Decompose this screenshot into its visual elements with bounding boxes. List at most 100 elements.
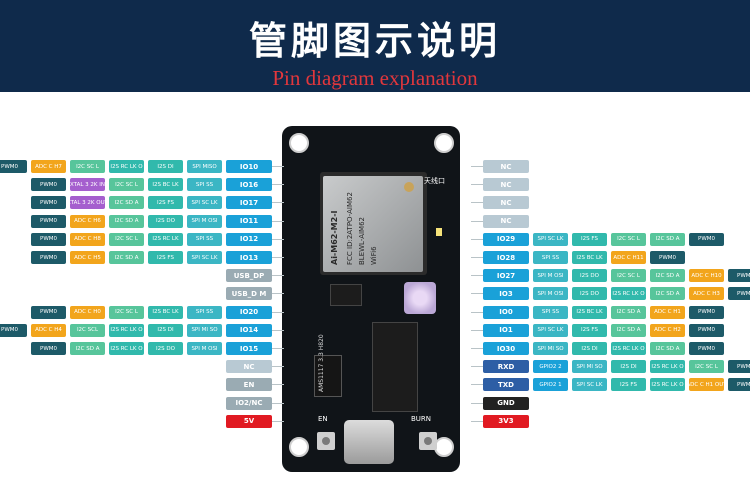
right-pin-label: I2C SD A	[650, 342, 685, 355]
right-pin-label: SPI SC LK	[533, 323, 568, 337]
right-pin-label: I2S BC LK	[572, 305, 607, 319]
right-pin-label: I2C SD A	[650, 287, 685, 301]
right-pin-label: ADC C H11	[611, 251, 646, 264]
right-pin-label: I2S FS	[572, 323, 607, 337]
right-pin-label: RXD	[483, 360, 529, 374]
right-pin-label: I2C SD A	[611, 305, 646, 319]
pin-connector-line	[471, 220, 483, 222]
right-pin-label: I2S DO	[572, 269, 607, 283]
mount-hole	[434, 133, 454, 153]
left-pin-label: ADC C H7	[31, 160, 66, 173]
right-pin-label: NC	[483, 160, 529, 173]
right-pin-label: SPI MI SO	[572, 360, 607, 374]
pin-connector-line	[272, 384, 284, 386]
left-pin-label: I2C SC L	[109, 305, 144, 319]
left-pin-label: I2S FS	[148, 251, 183, 264]
right-pin-label: PWM0	[689, 232, 724, 246]
left-pin-label: I2C SD A	[70, 342, 105, 355]
left-pin-label: I2S DO	[148, 214, 183, 228]
right-pin-label: IO1	[483, 323, 529, 337]
page-subtitle: Pin diagram explanation	[272, 66, 478, 90]
power-led	[436, 228, 442, 236]
ldo-regulator	[314, 355, 342, 397]
right-pin-label: NC	[483, 196, 529, 210]
left-pin-label: PWM0	[0, 160, 27, 173]
left-pin-label: 5V	[226, 414, 272, 428]
left-pin-label: PWM0	[31, 196, 66, 210]
pin-connector-line	[272, 420, 284, 422]
right-pin-label: PWM0	[728, 269, 750, 283]
left-pin-label: PWM0	[0, 323, 27, 337]
right-pin-label: I2C SD A	[611, 323, 646, 337]
pin-connector-line	[272, 257, 284, 258]
right-pin-label: I2C SC L	[611, 269, 646, 283]
right-pin-label: I2S FS	[611, 378, 646, 392]
left-pin-label: ADC C H5	[70, 251, 105, 264]
right-pin-label: PWM0	[728, 287, 750, 301]
right-pin-label: ADC C H1	[650, 305, 685, 319]
left-pin-label: PWM0	[31, 342, 66, 355]
pin-connector-line	[471, 293, 483, 295]
right-pin-label: I2S RC LK O	[611, 342, 646, 355]
left-pin-label: I2S RC LK	[148, 232, 183, 246]
right-pin-label: PWM0	[728, 378, 750, 392]
left-pin-label: I2C SC L	[70, 160, 105, 173]
left-pin-label: I2S RC LK O	[109, 323, 144, 337]
left-pin-label: SPI SS	[187, 178, 222, 192]
right-pin-label: IO27	[483, 269, 529, 283]
right-pin-label: I2S DO	[572, 287, 607, 301]
right-pin-label: PWM0	[650, 251, 685, 264]
page-title: 管脚图示说明	[248, 19, 501, 63]
en-button	[317, 432, 335, 450]
left-pin-label: IO13	[226, 251, 272, 264]
pin-connector-line	[272, 184, 284, 186]
right-pin-label: 3V3	[483, 414, 529, 428]
pin-connector-line	[272, 275, 284, 277]
left-pin-label: ADC C H6	[70, 214, 105, 228]
right-pin-label: GND	[483, 396, 529, 410]
left-pin-label: I2S DI	[148, 160, 183, 173]
en-button-label: EN	[318, 415, 328, 423]
left-pin-label: XTAL 3 2K IN	[70, 178, 105, 192]
pin-connector-line	[471, 238, 483, 240]
left-pin-label: ADC C H0	[70, 305, 105, 319]
left-pin-label: PWM0	[31, 251, 66, 264]
left-pin-label: I2C SD A	[109, 196, 144, 210]
right-pin-label: IO28	[483, 251, 529, 264]
right-pin-label: ADC C H3	[689, 287, 724, 301]
left-pin-label: I2S BC LK	[148, 305, 183, 319]
right-pin-label: I2S DI	[572, 342, 607, 355]
left-pin-label: PWM0	[31, 178, 66, 192]
right-pin-label: SPI M OSI	[533, 269, 568, 283]
left-pin-label: IO15	[226, 342, 272, 355]
pin-connector-line	[272, 402, 284, 404]
pin-connector-line	[471, 420, 483, 422]
left-pin-label: USB_DP	[226, 269, 272, 283]
right-pin-label: ADC C H2	[650, 323, 685, 337]
left-pin-label: PWM0	[31, 232, 66, 246]
usb-uart-chip	[372, 322, 418, 412]
right-pin-label: SPI SS	[533, 305, 568, 319]
left-pin-label: PWM0	[31, 305, 66, 319]
pin-connector-line	[471, 202, 483, 204]
right-pin-label: GPIO2 2	[533, 360, 568, 374]
left-pin-label: I2S DI	[148, 323, 183, 337]
right-pin-label: I2C SD A	[650, 232, 685, 246]
right-pin-label: I2S RC LK O	[650, 360, 685, 374]
left-pin-label: EN	[226, 378, 272, 392]
pin-connector-line	[471, 166, 483, 167]
pin-connector-line	[272, 293, 284, 295]
left-pin-label: I2C SD A	[109, 214, 144, 228]
pin-connector-line	[471, 311, 483, 313]
left-pin-label: I2S FS	[148, 196, 183, 210]
left-pin-label: IO12	[226, 232, 272, 246]
mount-hole	[289, 133, 309, 153]
left-pin-label: SPI SC LK	[187, 251, 222, 264]
right-pin-label: I2S FS	[572, 232, 607, 246]
left-pin-label: IO17	[226, 196, 272, 210]
right-pin-label: ADC C H1 OUT	[686, 378, 727, 392]
left-pin-label: XTAL 3 2K OUT	[67, 196, 108, 210]
left-pin-label: I2C SC L	[109, 232, 144, 246]
usb-c-port	[344, 420, 394, 464]
pin-connector-line	[272, 366, 284, 368]
